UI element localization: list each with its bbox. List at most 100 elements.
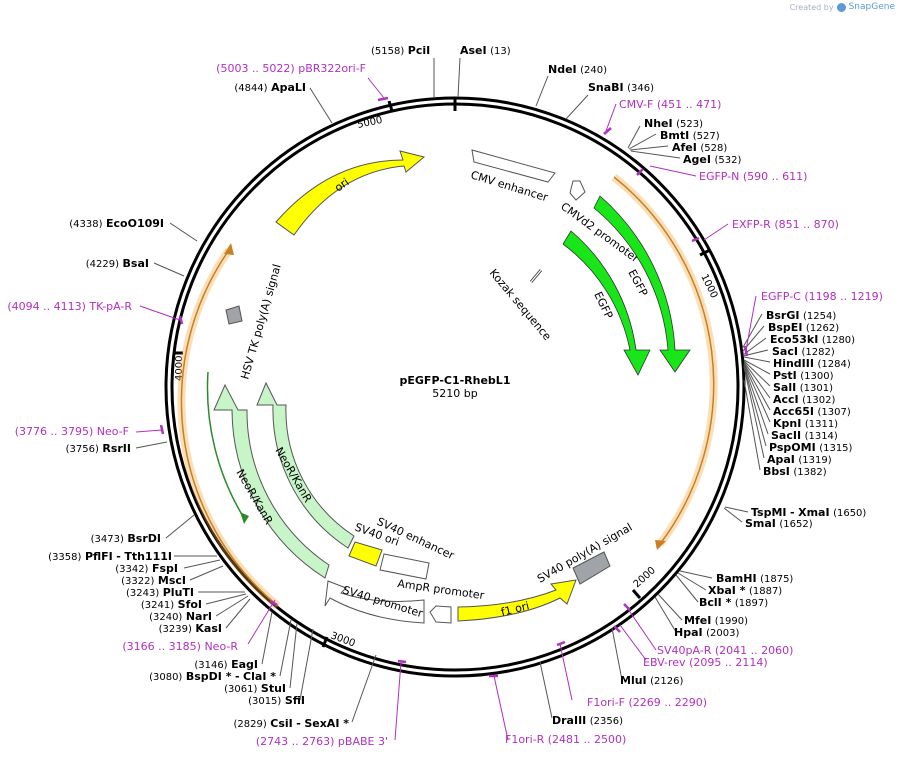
watermark-brand: SnapGene	[848, 2, 895, 12]
site-tspmi-xmai[interactable]: TspMI - XmaI (1650)	[751, 506, 866, 519]
svg-text:SmaI (1652): SmaI (1652)	[745, 517, 813, 530]
site-bspdi-clai[interactable]: (3080) BspDI * - ClaI *	[149, 670, 276, 683]
feature-ori[interactable]: ori	[275, 150, 426, 236]
svg-text:(3241) SfoI: (3241) SfoI	[141, 598, 202, 611]
primer-egfp-c[interactable]: EGFP-C (1198 .. 1219)	[761, 290, 883, 303]
tick-5000: 5000	[356, 100, 394, 131]
site-xbai[interactable]: XbaI * (1887)	[708, 584, 782, 597]
svg-text:F1ori-F (2269 .. 2290): F1ori-F (2269 .. 2290)	[587, 696, 707, 709]
site-bamhi[interactable]: BamHI (1875)	[716, 572, 793, 585]
primer-tk-pa-r[interactable]: (4094 .. 4113) TK-pA-R	[7, 300, 132, 313]
svg-text:(2829) CsiI - SexAI *: (2829) CsiI - SexAI *	[234, 717, 350, 730]
site-stui[interactable]: (3061) StuI	[224, 682, 286, 695]
primer-sv40pa-r[interactable]: SV40pA-R (2041 .. 2060)	[657, 644, 793, 657]
site-fspi[interactable]: (3342) FspI	[115, 562, 178, 575]
primer-f1ori-r[interactable]: F1ori-R (2481 .. 2500)	[505, 733, 626, 746]
primer-neo-r[interactable]: (3166 .. 3185) Neo-R	[122, 640, 238, 653]
site-eagi[interactable]: (3146) EagI	[194, 658, 258, 671]
site-bsai[interactable]: (4229) BsaI	[86, 257, 149, 270]
site-ndei[interactable]: NdeI (240)	[548, 63, 607, 76]
feature-sv40-polya-signal[interactable]: SV40 poly(A) signal	[535, 521, 635, 586]
snapgene-logo-icon	[836, 2, 846, 12]
site-kpni[interactable]: KpnI (1311)	[773, 417, 838, 430]
site-nari[interactable]: (3240) NarI	[149, 610, 212, 623]
svg-text:SV40pA-R (2041 .. 2060): SV40pA-R (2041 .. 2060)	[657, 644, 793, 657]
tick-label-4000: 4000	[174, 356, 185, 381]
svg-text:BsrGI (1254): BsrGI (1254)	[766, 309, 836, 322]
site-mlui[interactable]: MluI (2126)	[620, 674, 683, 687]
site-pflfi-tth111i[interactable]: (3358) PflFI - Tth111I	[48, 550, 172, 563]
svg-text:SacI (1282): SacI (1282)	[772, 345, 835, 358]
svg-text:AgeI (532): AgeI (532)	[683, 153, 741, 166]
site-saci[interactable]: SacI (1282)	[772, 345, 835, 358]
svg-text:BspEI (1262): BspEI (1262)	[768, 321, 839, 334]
feature-hsv-tk-polya[interactable]: HSV TK poly(A) signal	[225, 263, 284, 381]
feature-kozak-sequence[interactable]: Kozak sequence	[487, 267, 554, 344]
svg-text:BmtI (527): BmtI (527)	[660, 129, 720, 142]
site-smai[interactable]: SmaI (1652)	[745, 517, 813, 530]
svg-text:BclI * (1897): BclI * (1897)	[699, 596, 768, 609]
site-kasi[interactable]: (3239) KasI	[159, 622, 222, 635]
site-bmti[interactable]: BmtI (527)	[660, 129, 720, 142]
svg-text:(3243) PluTI: (3243) PluTI	[126, 586, 194, 599]
neo-green-line	[206, 371, 245, 519]
site-rsrii[interactable]: (3756) RsrII	[66, 442, 131, 455]
site-acc65i[interactable]: Acc65I (1307)	[773, 405, 851, 418]
site-sali[interactable]: SalI (1301)	[773, 381, 833, 394]
svg-text:(3342) FspI: (3342) FspI	[115, 562, 178, 575]
site-bbsi[interactable]: BbsI (1382)	[763, 465, 827, 478]
site-nhei[interactable]: NheI (523)	[644, 117, 703, 130]
primer-ebv-rev[interactable]: EBV-rev (2095 .. 2114)	[643, 656, 768, 669]
site-eco53ki[interactable]: Eco53kI (1280)	[770, 333, 855, 346]
site-labels-right: (5158) PciI AseI (13) NdeI (240) SnaBI (…	[371, 44, 866, 727]
site-asei[interactable]: AseI (13)	[460, 44, 511, 57]
svg-text:EGFP-C (1198 .. 1219): EGFP-C (1198 .. 1219)	[761, 290, 883, 303]
feature-neor-kanr-outer[interactable]: NeoR/KanR	[213, 383, 330, 579]
site-pspomi[interactable]: PspOMI (1315)	[769, 441, 853, 454]
feature-sv40-enhancer[interactable]: SV40 enhancer	[375, 515, 457, 580]
egfp-orange-arrowhead	[655, 540, 666, 550]
site-msci[interactable]: (3322) MscI	[121, 574, 186, 587]
site-mfei[interactable]: MfeI (1990)	[684, 614, 748, 627]
svg-text:(3240) NarI: (3240) NarI	[149, 610, 212, 623]
site-bspei[interactable]: BspEI (1262)	[768, 321, 839, 334]
site-sfii[interactable]: (3015) SfiI	[248, 694, 305, 707]
plasmid-name: pEGFP-C1-RhebL1	[400, 374, 511, 387]
feature-cmv-enhancer[interactable]: CMV enhancer	[469, 149, 556, 204]
site-bsrdi[interactable]: (3473) BsrDI	[91, 532, 161, 545]
site-psti[interactable]: PstI (1300)	[773, 369, 834, 382]
svg-text:(4229) BsaI: (4229) BsaI	[86, 257, 149, 270]
svg-text:(3061) StuI: (3061) StuI	[224, 682, 286, 695]
site-eco0109i[interactable]: (4338) EcoO109I	[69, 217, 164, 230]
site-sacii[interactable]: SacII (1314)	[771, 429, 838, 442]
site-hpai[interactable]: HpaI (2003)	[674, 626, 739, 639]
site-pcii[interactable]: (5158) PciI	[371, 44, 430, 57]
primer-pbabe-3[interactable]: (2743 .. 2763) pBABE 3'	[256, 735, 388, 748]
site-apai[interactable]: ApaI (1319)	[767, 453, 832, 466]
site-sfoi[interactable]: (3241) SfoI	[141, 598, 202, 611]
svg-text:BbsI (1382): BbsI (1382)	[763, 465, 827, 478]
site-draiii[interactable]: DraIII (2356)	[552, 714, 623, 727]
svg-text:(3756) RsrII: (3756) RsrII	[66, 442, 131, 455]
site-bcli[interactable]: BclI * (1897)	[699, 596, 768, 609]
site-csii-sexai[interactable]: (2829) CsiI - SexAI *	[234, 717, 350, 730]
site-snabi[interactable]: SnaBI (346)	[588, 81, 654, 94]
primer-exfp-r[interactable]: EXFP-R (851 .. 870)	[732, 218, 839, 231]
svg-text:NdeI (240): NdeI (240)	[548, 63, 607, 76]
site-apali[interactable]: (4844) ApaLI	[234, 81, 306, 94]
svg-text:(3166 .. 3185) Neo-R: (3166 .. 3185) Neo-R	[122, 640, 238, 653]
primer-f1ori-f[interactable]: F1ori-F (2269 .. 2290)	[587, 696, 707, 709]
site-acci[interactable]: AccI (1302)	[773, 393, 836, 406]
site-afei[interactable]: AfeI (528)	[672, 141, 727, 154]
primer-cmv-f[interactable]: CMV-F (451 .. 471)	[619, 98, 721, 111]
svg-text:(3473) BsrDI: (3473) BsrDI	[91, 532, 161, 545]
primer-egfp-n[interactable]: EGFP-N (590 .. 611)	[699, 170, 807, 183]
primer-neo-f[interactable]: (3776 .. 3795) Neo-F	[15, 425, 129, 438]
site-bsrgi[interactable]: BsrGI (1254)	[766, 309, 836, 322]
site-hindiii[interactable]: HindIII (1284)	[773, 357, 851, 370]
site-agei[interactable]: AgeI (532)	[683, 153, 741, 166]
svg-text:(3015) SfiI: (3015) SfiI	[248, 694, 305, 707]
site-pluti[interactable]: (3243) PluTI	[126, 586, 194, 599]
primer-pbr322ori-f[interactable]: (5003 .. 5022) pBR322ori-F	[216, 62, 366, 75]
svg-text:(2743 .. 2763) pBABE 3': (2743 .. 2763) pBABE 3'	[256, 735, 388, 748]
